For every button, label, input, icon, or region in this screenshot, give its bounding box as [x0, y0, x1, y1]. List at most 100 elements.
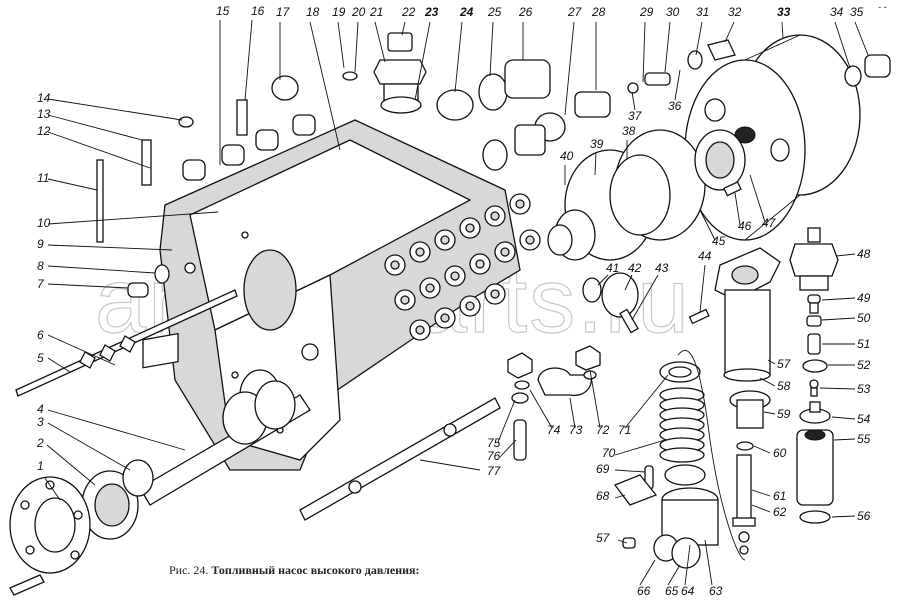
ring-60: [736, 441, 754, 451]
callout-label: 46: [738, 219, 752, 233]
leader-line: [833, 438, 856, 441]
spring-coil: [659, 447, 705, 463]
leader-line: [47, 265, 156, 274]
pump-housing: [159, 114, 541, 471]
callout-label: 60: [773, 446, 787, 460]
callout-label: 69: [596, 462, 610, 476]
section-nut-hole: [490, 211, 500, 221]
callout-label: 26: [518, 5, 533, 19]
callout-label: 1: [37, 459, 44, 473]
section-nut-hole: [425, 283, 435, 293]
callout-label: 74: [547, 423, 561, 437]
leader-line: [489, 21, 494, 77]
leader-lines: [44, 19, 869, 586]
delivery-valve-holder: [789, 227, 839, 524]
callout-label: 71: [618, 423, 631, 437]
leader-line: [835, 253, 856, 257]
callout-label: 29: [639, 5, 654, 19]
leader-line: [337, 21, 345, 69]
figure-caption: Рис. 24. Топливный насос высокого давлен…: [169, 563, 420, 578]
callout-label: 56: [857, 509, 871, 523]
callout-label: 38: [622, 124, 636, 138]
top-plugs: [182, 114, 316, 181]
plunger-sleeve-59: [729, 390, 771, 429]
bearing: [81, 459, 154, 540]
callout-label: 4: [37, 402, 44, 416]
leader-line: [819, 387, 856, 390]
callout-label: 58: [777, 379, 791, 393]
leader-line: [614, 469, 646, 473]
callout-label: 68: [596, 489, 610, 503]
callout-label: 16: [251, 4, 265, 18]
pin-44: [688, 308, 710, 325]
callout-label: 45: [712, 234, 726, 248]
leader-line: [47, 334, 116, 366]
callout-label: 5: [37, 351, 44, 365]
valve-parts-29-37: [627, 39, 736, 94]
callout-label: 66: [637, 584, 651, 598]
leader-line: [354, 21, 359, 73]
leader-line: [699, 209, 716, 241]
leader-line: [47, 244, 173, 251]
leader-line: [631, 91, 636, 111]
washer-41: [582, 277, 602, 303]
callout-label: 36: [668, 99, 682, 113]
leader-line: [639, 559, 656, 586]
leader-line: [309, 21, 341, 151]
leader-line: [763, 411, 776, 415]
leader-line: [47, 357, 71, 373]
leader-line: [831, 416, 856, 420]
bottom-hardware: [299, 345, 601, 521]
callout-label: 34: [830, 5, 844, 19]
leader-line: [704, 539, 713, 586]
callout-label: 22: [401, 5, 416, 19]
callout-label: 41: [606, 261, 619, 275]
callout-label: 73: [569, 423, 583, 437]
leader-line: [617, 539, 628, 544]
callout-label: 13: [37, 107, 51, 121]
leader-line: [414, 21, 431, 101]
section-nut-hole: [475, 259, 485, 269]
leader-line: [624, 274, 633, 291]
leader-line: [46, 444, 96, 486]
callout-label: 64: [681, 584, 695, 598]
callout-label: 25: [487, 5, 502, 19]
leader-line: [759, 377, 776, 387]
callout-label: 62: [773, 505, 787, 519]
callout-label: 50: [857, 311, 871, 325]
callout-label: 40: [560, 149, 574, 163]
callout-label: 31: [696, 5, 709, 19]
callout-label: 10: [37, 216, 51, 230]
callout-label: 59: [777, 407, 791, 421]
flange: [9, 476, 91, 596]
leader-line: [564, 21, 575, 116]
leader-line: [374, 21, 386, 63]
section-nut-hole: [465, 301, 475, 311]
leader-line: [529, 389, 553, 429]
leader-line: [642, 21, 646, 83]
callout-label: 75: [487, 436, 501, 450]
callout-label: 9: [37, 237, 44, 251]
leader-line: [695, 21, 703, 56]
callout-label: 77: [487, 464, 502, 478]
section-nut-hole: [440, 313, 450, 323]
callout-label: 19: [332, 5, 346, 19]
leader-line: [47, 114, 143, 141]
callout-label: 70: [602, 446, 616, 460]
leader-line: [419, 459, 481, 471]
section-nut-hole: [400, 295, 410, 305]
callout-label: 2: [36, 436, 44, 450]
callout-label: 30: [666, 5, 680, 19]
leader-line: [47, 409, 186, 451]
leader-line: [597, 274, 609, 286]
section-nut-hole: [500, 247, 510, 257]
callout-label: 65: [665, 584, 679, 598]
callout-label: 20: [351, 5, 366, 19]
callout-label: 6: [37, 328, 44, 342]
callout-label: 11: [37, 171, 49, 185]
fittings-24-28: [436, 59, 611, 171]
callout-label: 51: [857, 337, 870, 351]
plunger-61: [736, 454, 752, 526]
